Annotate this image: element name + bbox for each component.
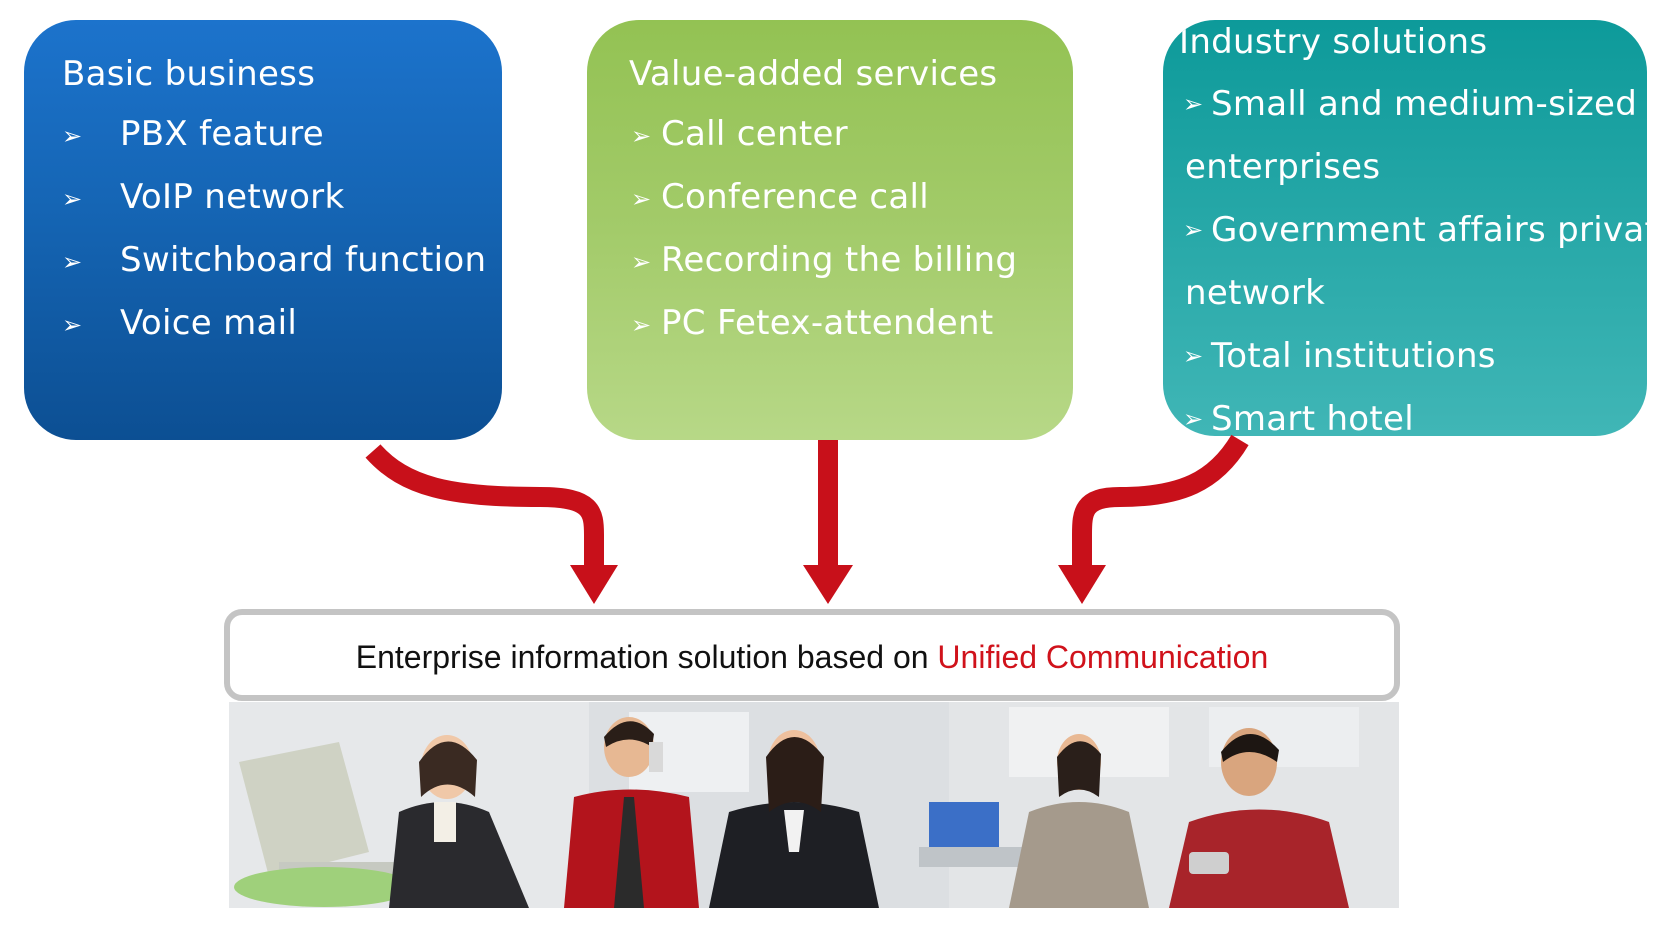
basic-item-pbx-feature: PBX feature — [120, 114, 324, 154]
basic-business-title: Basic business — [62, 54, 316, 94]
office-workers-illustration — [229, 702, 1399, 908]
value-item-call-center: Call center — [661, 114, 848, 154]
bullet-arrow-icon: ➢ — [62, 185, 83, 213]
bullet-arrow-icon: ➢ — [1183, 342, 1204, 370]
basic-business-panel: Basic business ➢ PBX feature ➢ VoIP netw… — [24, 20, 502, 440]
left-arrow-shaft — [365, 444, 604, 572]
value-item-pc-fetex-attendent: PC Fetex-attendent — [661, 303, 994, 343]
solution-prefix: Enterprise information solution based on — [355, 639, 938, 675]
value-added-services-panel: Value-added services ➢ Call center ➢ Con… — [587, 20, 1073, 440]
bullet-arrow-icon: ➢ — [62, 248, 83, 276]
industry-item-government-line2: network — [1185, 273, 1326, 313]
basic-item-voip-network: VoIP network — [120, 177, 345, 217]
basic-item-switchboard-function: Switchboard function — [120, 240, 487, 280]
industry-item-smb-line1: Small and medium-sized — [1211, 84, 1638, 124]
basic-item-voice-mail: Voice mail — [120, 303, 298, 343]
office-workers-photo — [229, 702, 1399, 908]
right-arrow-shaft — [1072, 434, 1249, 572]
center-arrowhead-icon — [803, 565, 853, 604]
bullet-arrow-icon: ➢ — [1183, 90, 1204, 118]
bullet-arrow-icon: ➢ — [1183, 216, 1204, 244]
bullet-arrow-icon: ➢ — [631, 185, 652, 213]
left-arrowhead-icon — [570, 565, 618, 604]
industry-solutions-title: Industry solutions — [1179, 22, 1488, 62]
bullet-arrow-icon: ➢ — [62, 311, 83, 339]
bullet-arrow-icon: ➢ — [631, 311, 652, 339]
solution-banner: Enterprise information solution based on… — [224, 609, 1400, 701]
right-arrowhead-icon — [1058, 565, 1106, 604]
solution-text: Enterprise information solution based on… — [230, 639, 1394, 676]
bullet-arrow-icon: ➢ — [1183, 405, 1204, 433]
solution-highlight: Unified Communication — [937, 639, 1269, 675]
bullet-arrow-icon: ➢ — [631, 248, 652, 276]
industry-item-smart-hotel: Smart hotel — [1211, 399, 1415, 436]
value-item-recording-billing: Recording the billing — [661, 240, 1018, 280]
value-added-services-title: Value-added services — [629, 54, 998, 94]
industry-item-smb-line2: enterprises — [1185, 147, 1381, 187]
value-item-conference-call: Conference call — [661, 177, 930, 217]
industry-item-government-line1: Government affairs private — [1211, 210, 1647, 250]
bullet-arrow-icon: ➢ — [62, 122, 83, 150]
industry-item-total-institutions: Total institutions — [1211, 336, 1496, 376]
bullet-arrow-icon: ➢ — [631, 122, 652, 150]
industry-solutions-panel: Industry solutions ➢ Small and medium-si… — [1163, 20, 1647, 436]
